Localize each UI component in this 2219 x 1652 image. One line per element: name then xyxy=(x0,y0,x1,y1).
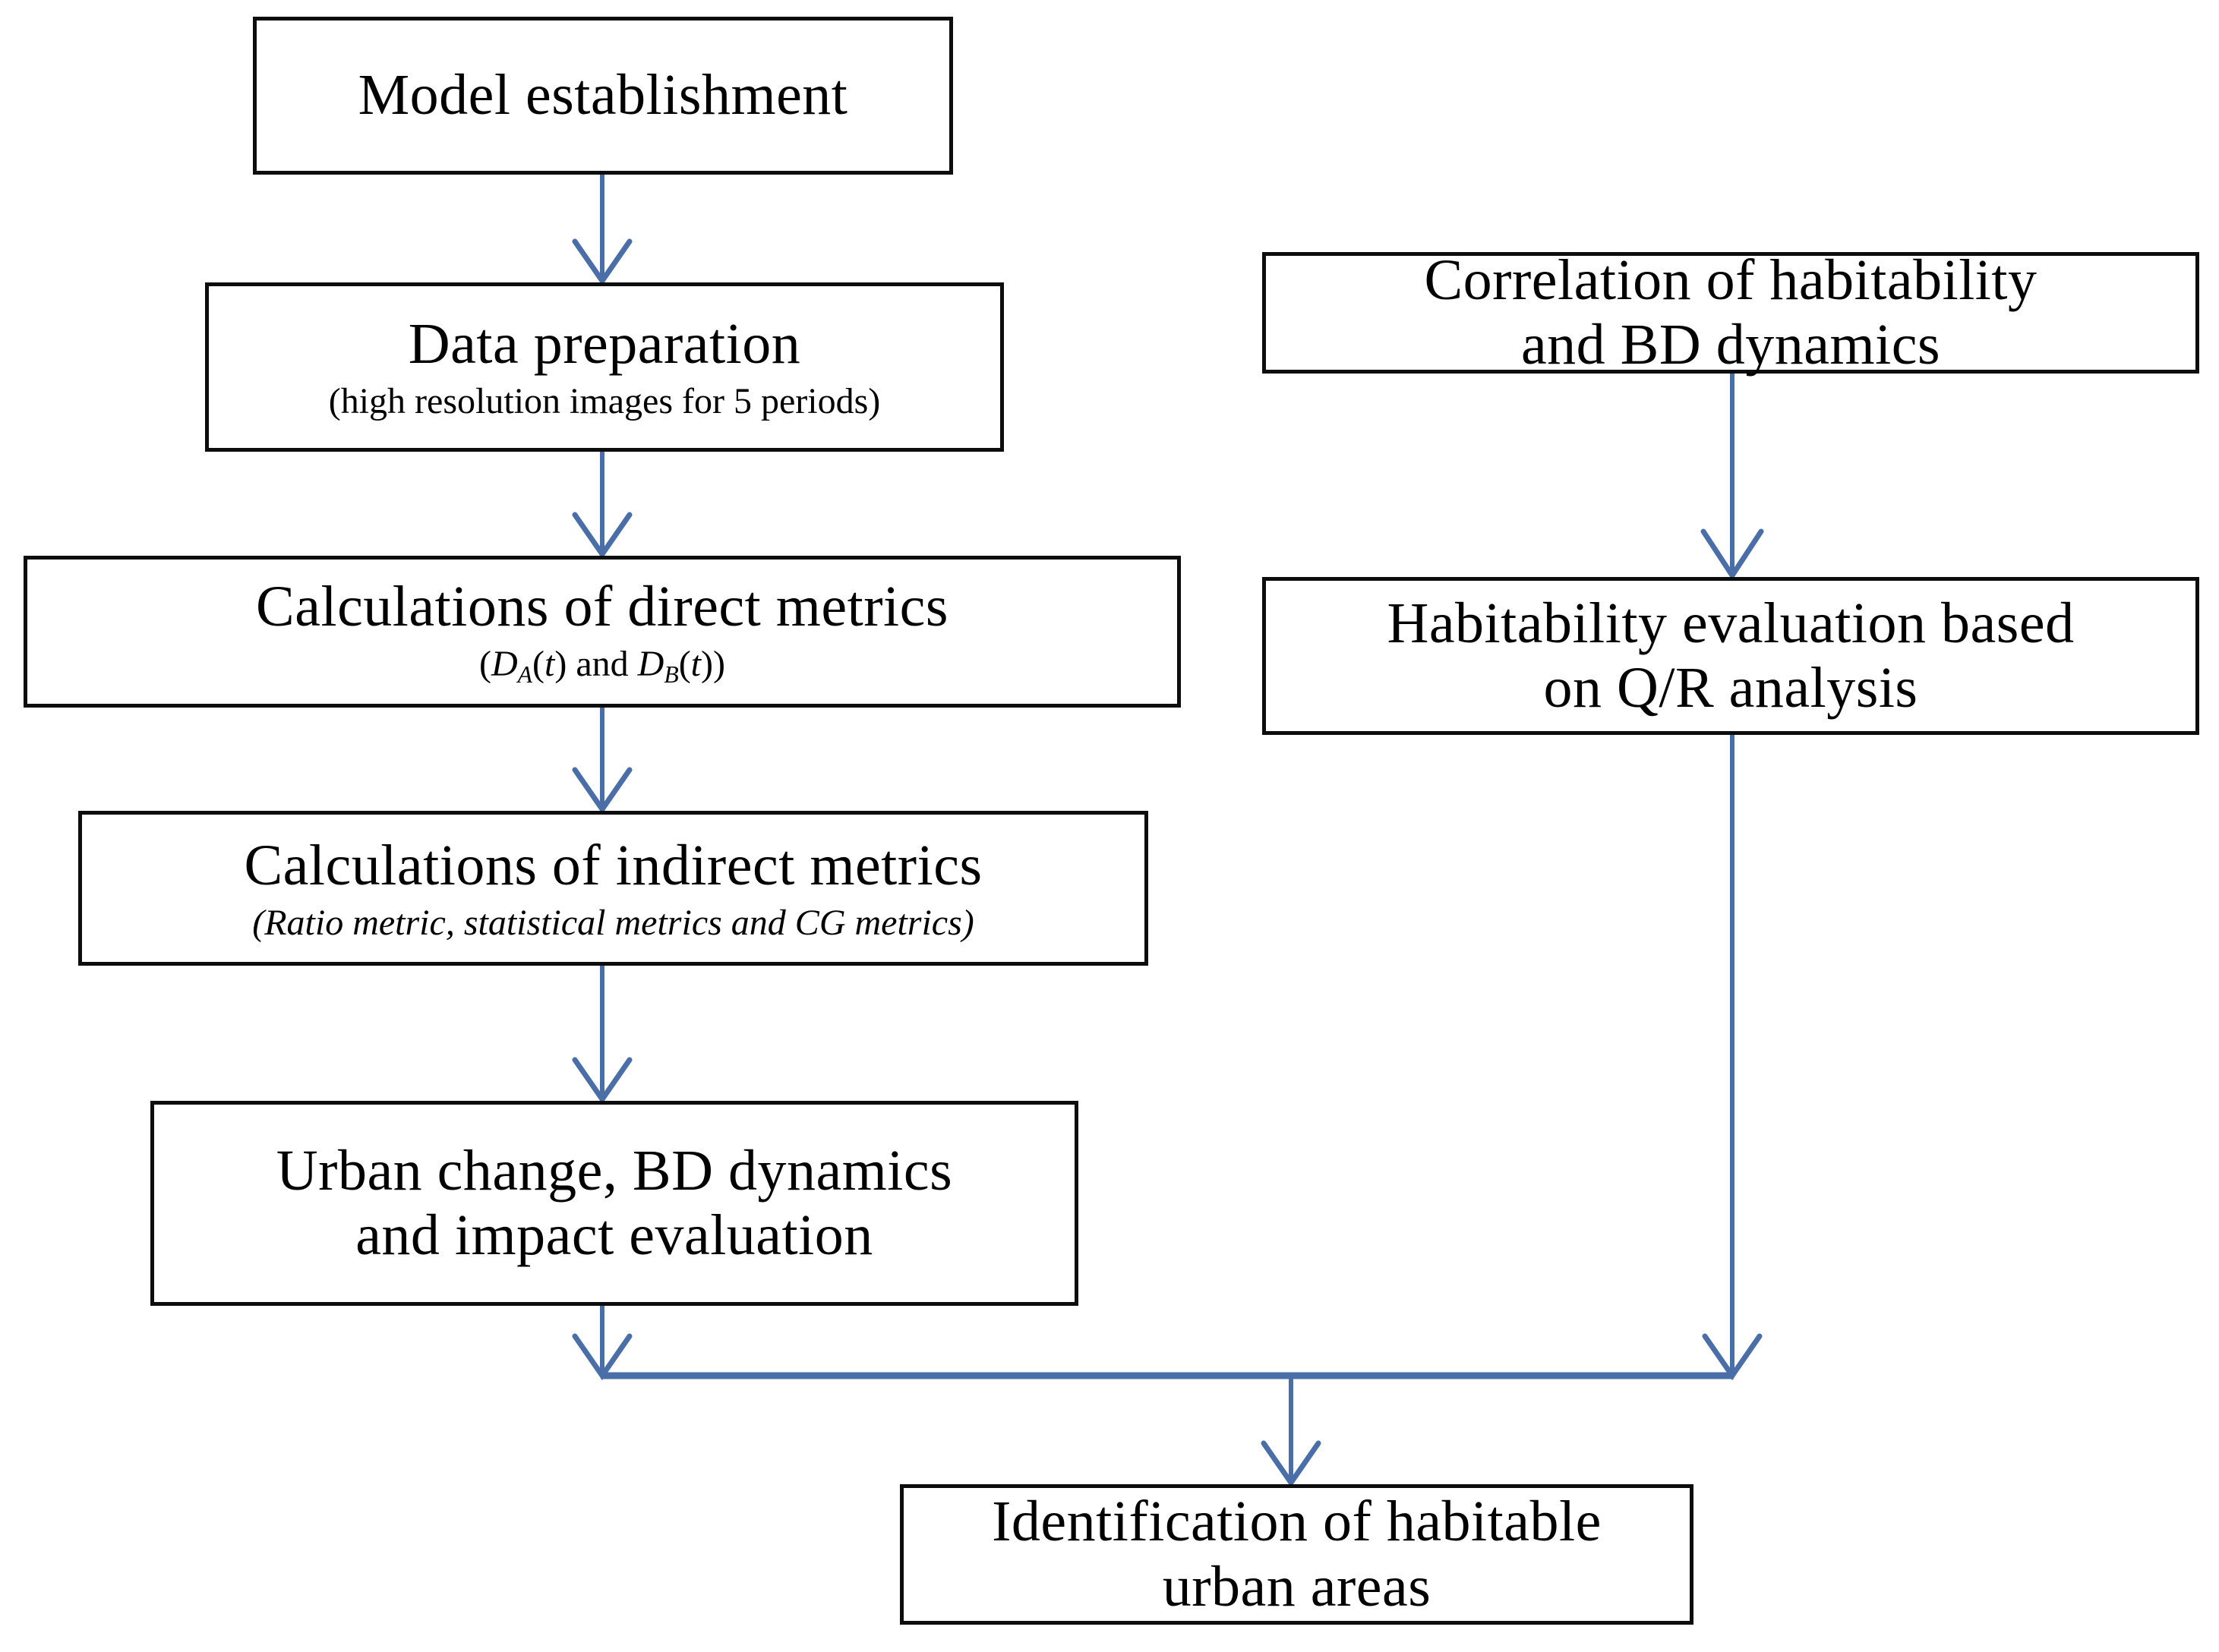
edge-data-to-direct xyxy=(572,452,633,560)
node-title: Correlation of habitability and BD dynam… xyxy=(1424,247,2038,377)
node-title: Habitability evaluation based on Q/R ana… xyxy=(1387,591,2075,720)
edge-model-to-data xyxy=(572,175,633,286)
node-title: Data preparation xyxy=(408,312,801,377)
node-urban-change[interactable]: Urban change, BD dynamics and impact eva… xyxy=(150,1101,1078,1306)
node-model-establishment[interactable]: Model establishment xyxy=(253,17,953,175)
node-title: Model establishment xyxy=(358,63,848,128)
node-title: Calculations of direct metrics xyxy=(256,575,949,639)
node-title: Calculations of indirect metrics xyxy=(244,833,983,897)
edge-habitability-to-junction xyxy=(1702,735,1763,1381)
edge-urban-to-junction xyxy=(572,1306,633,1381)
node-correlation-habitability[interactable]: Correlation of habitability and BD dynam… xyxy=(1262,248,2199,377)
edge-junction-to-identification xyxy=(1261,1376,1321,1488)
node-title: Urban change, BD dynamics and impact eva… xyxy=(276,1138,953,1267)
node-subtitle-formula: (DA(t) and DB(t)) xyxy=(479,644,725,689)
node-identification-habitable[interactable]: Identification of habitable urban areas xyxy=(900,1484,1693,1625)
node-indirect-metrics[interactable]: Calculations of indirect metrics (Ratio … xyxy=(78,811,1148,966)
edge-direct-to-indirect xyxy=(572,708,633,815)
edge-indirect-to-urban xyxy=(572,966,633,1105)
node-data-preparation[interactable]: Data preparation (high resolution images… xyxy=(205,282,1004,452)
edge-correlation-to-habitability xyxy=(1700,374,1764,581)
node-habitability-evaluation[interactable]: Habitability evaluation based on Q/R ana… xyxy=(1262,577,2199,735)
node-direct-metrics[interactable]: Calculations of direct metrics (DA(t) an… xyxy=(24,556,1181,708)
node-title: Identification of habitable urban areas xyxy=(992,1490,1602,1619)
node-subtitle: (high resolution images for 5 periods) xyxy=(328,381,881,422)
node-subtitle: (Ratio metric, statistical metrics and C… xyxy=(252,902,974,943)
